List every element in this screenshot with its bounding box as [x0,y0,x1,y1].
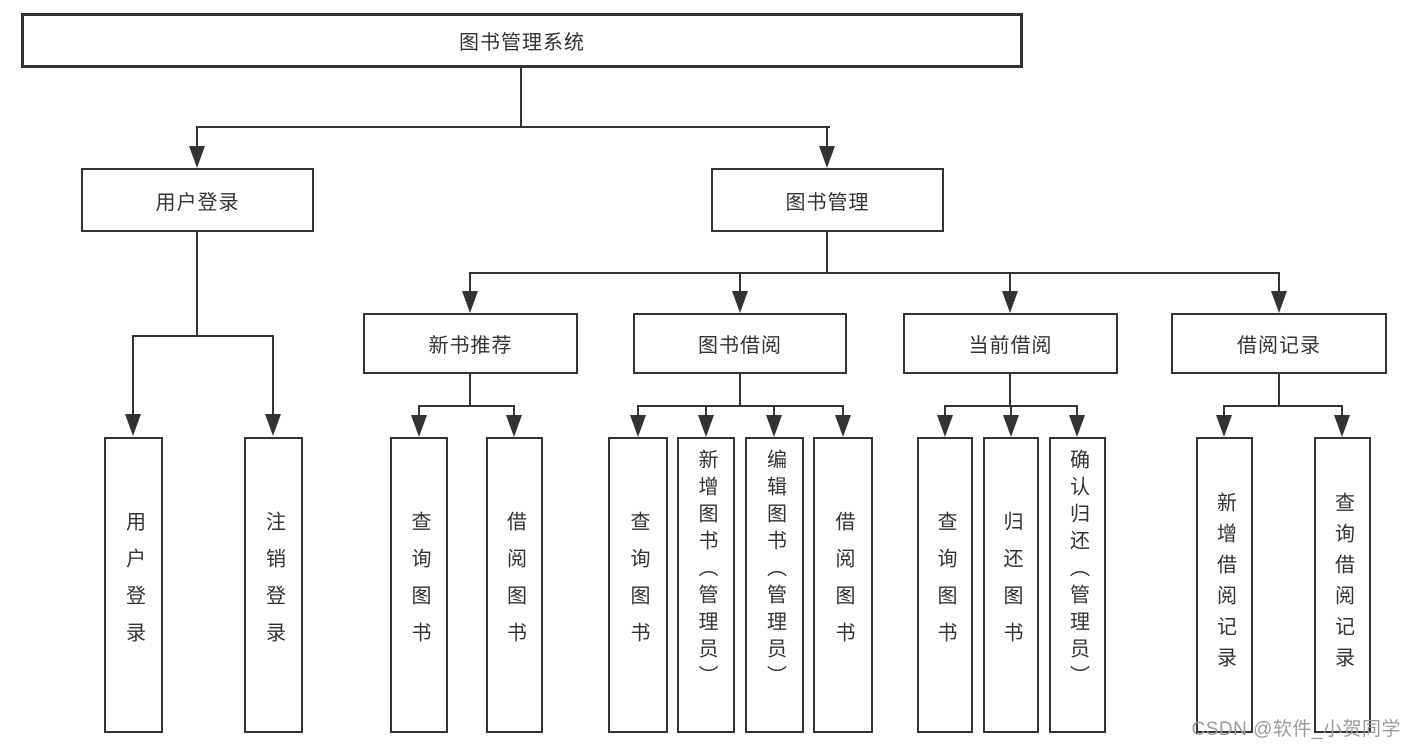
connector [132,335,274,337]
arrowhead-down-icon [189,146,205,168]
node-new-book-recommend: 新书推荐 [363,313,578,374]
connector [469,374,471,406]
arrowhead-down-icon [506,415,522,437]
node-borrow-record: 借阅记录 [1171,313,1387,374]
connector [1223,405,1225,417]
connector [1009,374,1011,406]
arrowhead-down-icon [766,415,782,437]
connector [826,232,828,273]
connector [196,126,830,128]
connector [739,374,741,406]
arrowhead-down-icon [411,415,427,437]
leaf-borrow-books-1: 借阅图书 [486,437,543,733]
arrowhead-down-icon [732,291,748,313]
connector [1278,374,1280,406]
connector [1009,272,1011,292]
connector [1223,405,1343,407]
arrowhead-down-icon [1216,415,1232,437]
connector [842,405,844,417]
leaf-add-books-admin: 新增图书（管理员） [677,437,735,733]
arrowhead-down-icon [630,415,646,437]
leaf-logout: 注销登录 [244,437,303,733]
leaf-user-login: 用户登录 [104,437,163,733]
arrowhead-down-icon [1271,291,1287,313]
node-library-system: 图书管理系统 [21,13,1023,68]
leaf-return-books: 归还图书 [983,437,1039,733]
connector [944,405,946,417]
connector [705,405,707,417]
leaf-query-books-1: 查询图书 [390,437,448,733]
connector [196,232,198,336]
leaf-edit-books-admin: 编辑图书（管理员） [745,437,804,733]
connector [520,68,522,127]
connector [513,405,515,417]
connector [637,405,843,407]
node-current-borrow: 当前借阅 [903,313,1118,374]
arrowhead-down-icon [1002,291,1018,313]
arrowhead-down-icon [1003,415,1019,437]
connector [1076,405,1078,417]
leaf-confirm-return-admin: 确认归还（管理员） [1049,437,1106,733]
leaf-borrow-books-2: 借阅图书 [813,437,873,733]
connector [1010,405,1012,417]
arrowhead-down-icon [1334,415,1350,437]
arrowhead-down-icon [698,415,714,437]
connector [1278,272,1280,292]
leaf-query-borrow-record: 查询借阅记录 [1314,437,1371,733]
arrowhead-down-icon [937,415,953,437]
connector [469,272,471,292]
connector [469,272,1280,274]
node-book-management: 图书管理 [711,168,944,232]
leaf-add-borrow-record: 新增借阅记录 [1196,437,1253,733]
connector [773,405,775,417]
connector [637,405,639,417]
connector [196,126,198,148]
arrowhead-down-icon [1069,415,1085,437]
connector [272,335,274,415]
connector [739,272,741,292]
connector [1341,405,1343,417]
arrowhead-down-icon [462,291,478,313]
csdn-watermark: CSDN @软件_小贺同学 [1191,719,1401,740]
arrowhead-down-icon [835,415,851,437]
connector [418,405,515,407]
arrowhead-down-icon [125,414,141,436]
leaf-query-books-2: 查询图书 [608,437,668,733]
arrowhead-down-icon [819,146,835,168]
leaf-query-books-3: 查询图书 [917,437,973,733]
node-user-login: 用户登录 [81,168,314,232]
connector [826,126,828,148]
connector [418,405,420,417]
connector [132,335,134,415]
arrowhead-down-icon [265,414,281,436]
node-book-borrow: 图书借阅 [633,313,847,374]
